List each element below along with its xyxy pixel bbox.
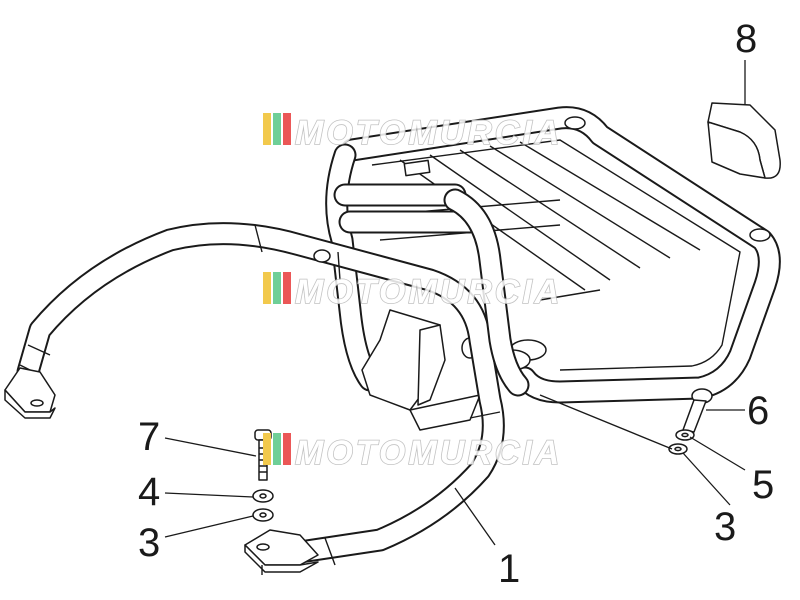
washer-3-left <box>252 508 274 522</box>
watermark-bottom: MOTOMURCIA <box>263 433 562 473</box>
watermark-text: MOTOMURCIA <box>295 273 562 311</box>
washer-5 <box>675 429 695 441</box>
watermark-stripe <box>273 433 281 465</box>
right-end-foot <box>244 529 319 575</box>
watermark-text: MOTOMURCIA <box>295 434 562 472</box>
watermark-top: MOTOMURCIA <box>263 113 562 153</box>
callout-4: 4 <box>138 470 160 514</box>
washer-3-right <box>668 443 688 455</box>
cover-clip-8 <box>707 102 781 179</box>
watermark-stripe <box>283 272 291 304</box>
leader-lines <box>164 60 746 546</box>
watermark-stripe <box>263 433 271 465</box>
watermark-stripe <box>283 433 291 465</box>
callout-1: 1 <box>498 547 520 591</box>
callout-3-left: 3 <box>138 521 160 565</box>
callout-7: 7 <box>138 415 160 459</box>
watermark-middle: MOTOMURCIA <box>263 272 562 312</box>
callout-6: 6 <box>747 389 769 433</box>
grab-rail <box>16 188 530 566</box>
watermark-stripe <box>263 272 271 304</box>
callout-5: 5 <box>752 463 774 507</box>
callout-3-right: 3 <box>714 505 736 549</box>
watermark-stripe <box>283 113 291 145</box>
rack-side-frame <box>325 143 482 392</box>
watermark-text: MOTOMURCIA <box>295 114 562 152</box>
callout-8: 8 <box>735 17 757 61</box>
bolt-6 <box>682 388 713 433</box>
watermark-stripe <box>273 272 281 304</box>
rear-rack <box>340 106 781 404</box>
watermark-stripe <box>273 113 281 145</box>
left-end-foot <box>4 367 56 419</box>
washer-4 <box>252 489 274 503</box>
watermark-stripe <box>263 113 271 145</box>
